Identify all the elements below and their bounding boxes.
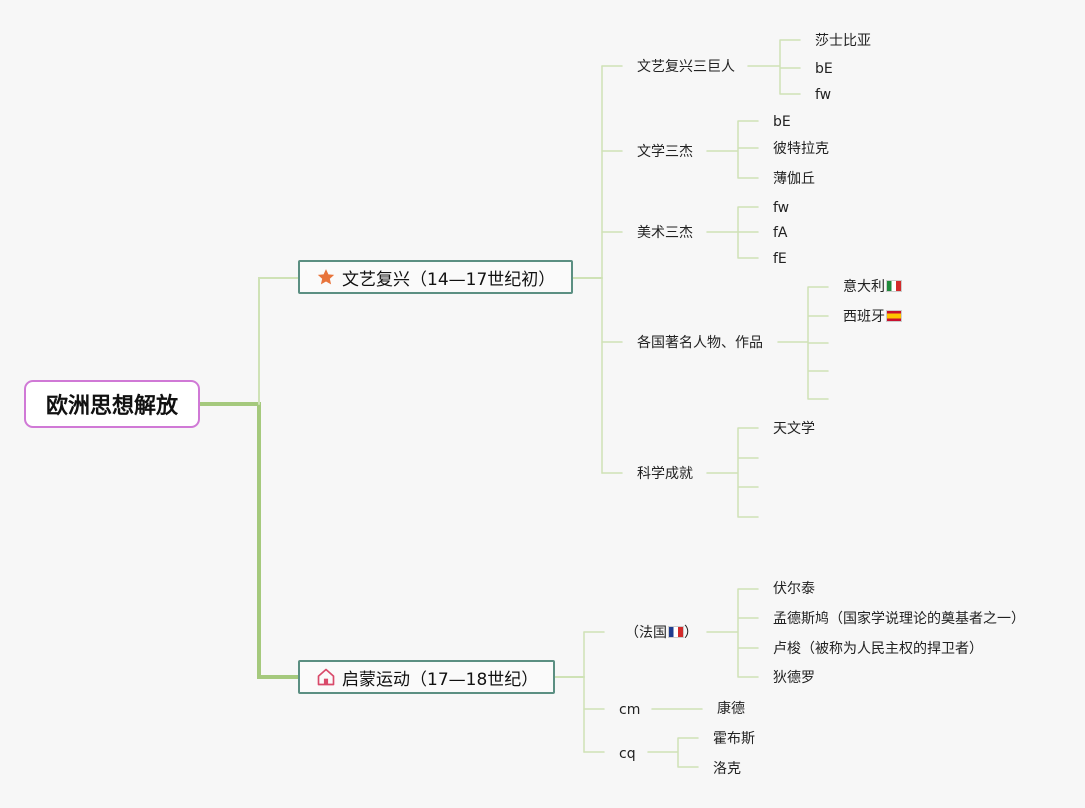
leaf-item[interactable]: fw bbox=[773, 200, 790, 216]
france-flag-icon bbox=[668, 626, 684, 638]
star-icon bbox=[316, 267, 336, 287]
branch-literature-three[interactable]: 文学三杰 bbox=[637, 144, 693, 160]
branch-cq[interactable]: cq bbox=[619, 746, 636, 762]
leaf-item-spain[interactable]: 西班牙 bbox=[843, 308, 902, 326]
leaf-item[interactable]: fE bbox=[773, 251, 787, 267]
branch-three-giants[interactable]: 文艺复兴三巨人 bbox=[637, 59, 735, 75]
leaf-item[interactable]: 康德 bbox=[717, 701, 745, 717]
branch-art-three[interactable]: 美术三杰 bbox=[637, 225, 693, 241]
leaf-item[interactable]: 天文学 bbox=[773, 421, 815, 437]
leaf-item[interactable]: 莎士比亚 bbox=[815, 33, 871, 49]
root-node[interactable]: 欧洲思想解放 bbox=[24, 380, 200, 428]
leaf-item[interactable]: 狄德罗 bbox=[773, 670, 815, 686]
leaf-item[interactable]: bE bbox=[773, 114, 791, 130]
leaf-item[interactable]: 薄伽丘 bbox=[773, 171, 815, 187]
branch-france[interactable]: （法国） bbox=[625, 625, 698, 641]
spain-flag-icon bbox=[886, 310, 902, 322]
leaf-item[interactable]: 卢梭（被称为人民主权的捍卫者） bbox=[773, 641, 983, 657]
leaf-item[interactable]: bE bbox=[815, 61, 833, 77]
leaf-item[interactable]: fw bbox=[815, 87, 832, 103]
leaf-item[interactable]: 伏尔泰 bbox=[773, 581, 815, 597]
italy-flag-icon bbox=[886, 280, 902, 292]
leaf-item[interactable]: 霍布斯 bbox=[713, 731, 755, 747]
leaf-item-italy[interactable]: 意大利 bbox=[843, 278, 902, 296]
branch-cm[interactable]: cm bbox=[619, 702, 641, 718]
house-icon bbox=[316, 667, 336, 687]
branch-science[interactable]: 科学成就 bbox=[637, 466, 693, 482]
branch-famous-people[interactable]: 各国著名人物、作品 bbox=[637, 335, 763, 351]
leaf-item[interactable]: 彼特拉克 bbox=[773, 141, 829, 157]
main-node-renaissance[interactable]: 文艺复兴（14—17世纪初） bbox=[298, 260, 573, 294]
leaf-item[interactable]: fA bbox=[773, 225, 788, 241]
leaf-item[interactable]: 孟德斯鸠（国家学说理论的奠基者之一） bbox=[773, 611, 1025, 627]
leaf-item[interactable]: 洛克 bbox=[713, 761, 741, 777]
main-node-enlightenment[interactable]: 启蒙运动（17—18世纪） bbox=[298, 660, 555, 694]
